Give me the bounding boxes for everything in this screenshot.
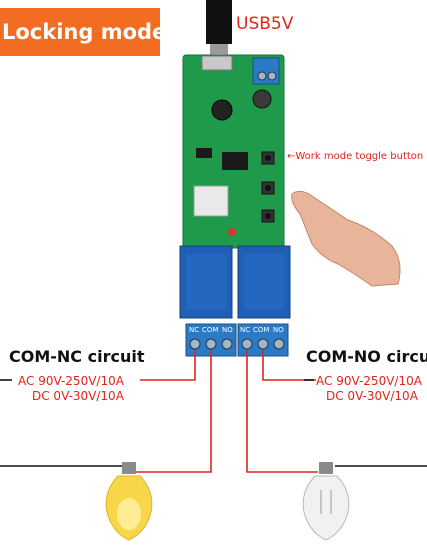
pointing-hand-icon xyxy=(291,190,401,287)
usb-cable xyxy=(206,0,232,60)
terminal-left-com: COM xyxy=(202,326,218,334)
nc-ac-spec: AC 90V-250V/10A xyxy=(18,374,124,388)
wire-no-label-pointer xyxy=(262,350,316,381)
bulb-off-icon xyxy=(302,462,350,541)
terminal-right-nc: NC xyxy=(240,326,250,334)
terminal-left-nc: NC xyxy=(189,326,199,334)
terminal-left-no: NO xyxy=(222,326,233,334)
relay-left xyxy=(179,245,233,319)
wire-nc-label-pointer xyxy=(140,350,196,381)
wire-right-nc xyxy=(246,350,318,473)
wire-left-com xyxy=(133,350,212,473)
toggle-button-label: ←Work mode toggle button xyxy=(287,151,424,162)
nc-circuit-title: COM-NC circuit xyxy=(9,347,145,366)
terminal-right-com: COM xyxy=(253,326,269,334)
no-circuit-title: COM-NO circuit xyxy=(306,347,427,366)
nc-dc-spec: DC 0V-30V/10A xyxy=(32,389,124,403)
no-ac-spec: AC 90V-250V/10A xyxy=(316,374,422,388)
no-dc-spec: DC 0V-30V/10A xyxy=(326,389,418,403)
mode-badge: Locking mode xyxy=(0,8,166,56)
bulb-on-icon xyxy=(105,462,153,541)
pcb-board xyxy=(182,54,285,249)
terminal-right-no: NO xyxy=(273,326,284,334)
relay-right xyxy=(237,245,291,319)
usb-label: USB5V xyxy=(236,14,294,34)
wires xyxy=(0,350,427,473)
